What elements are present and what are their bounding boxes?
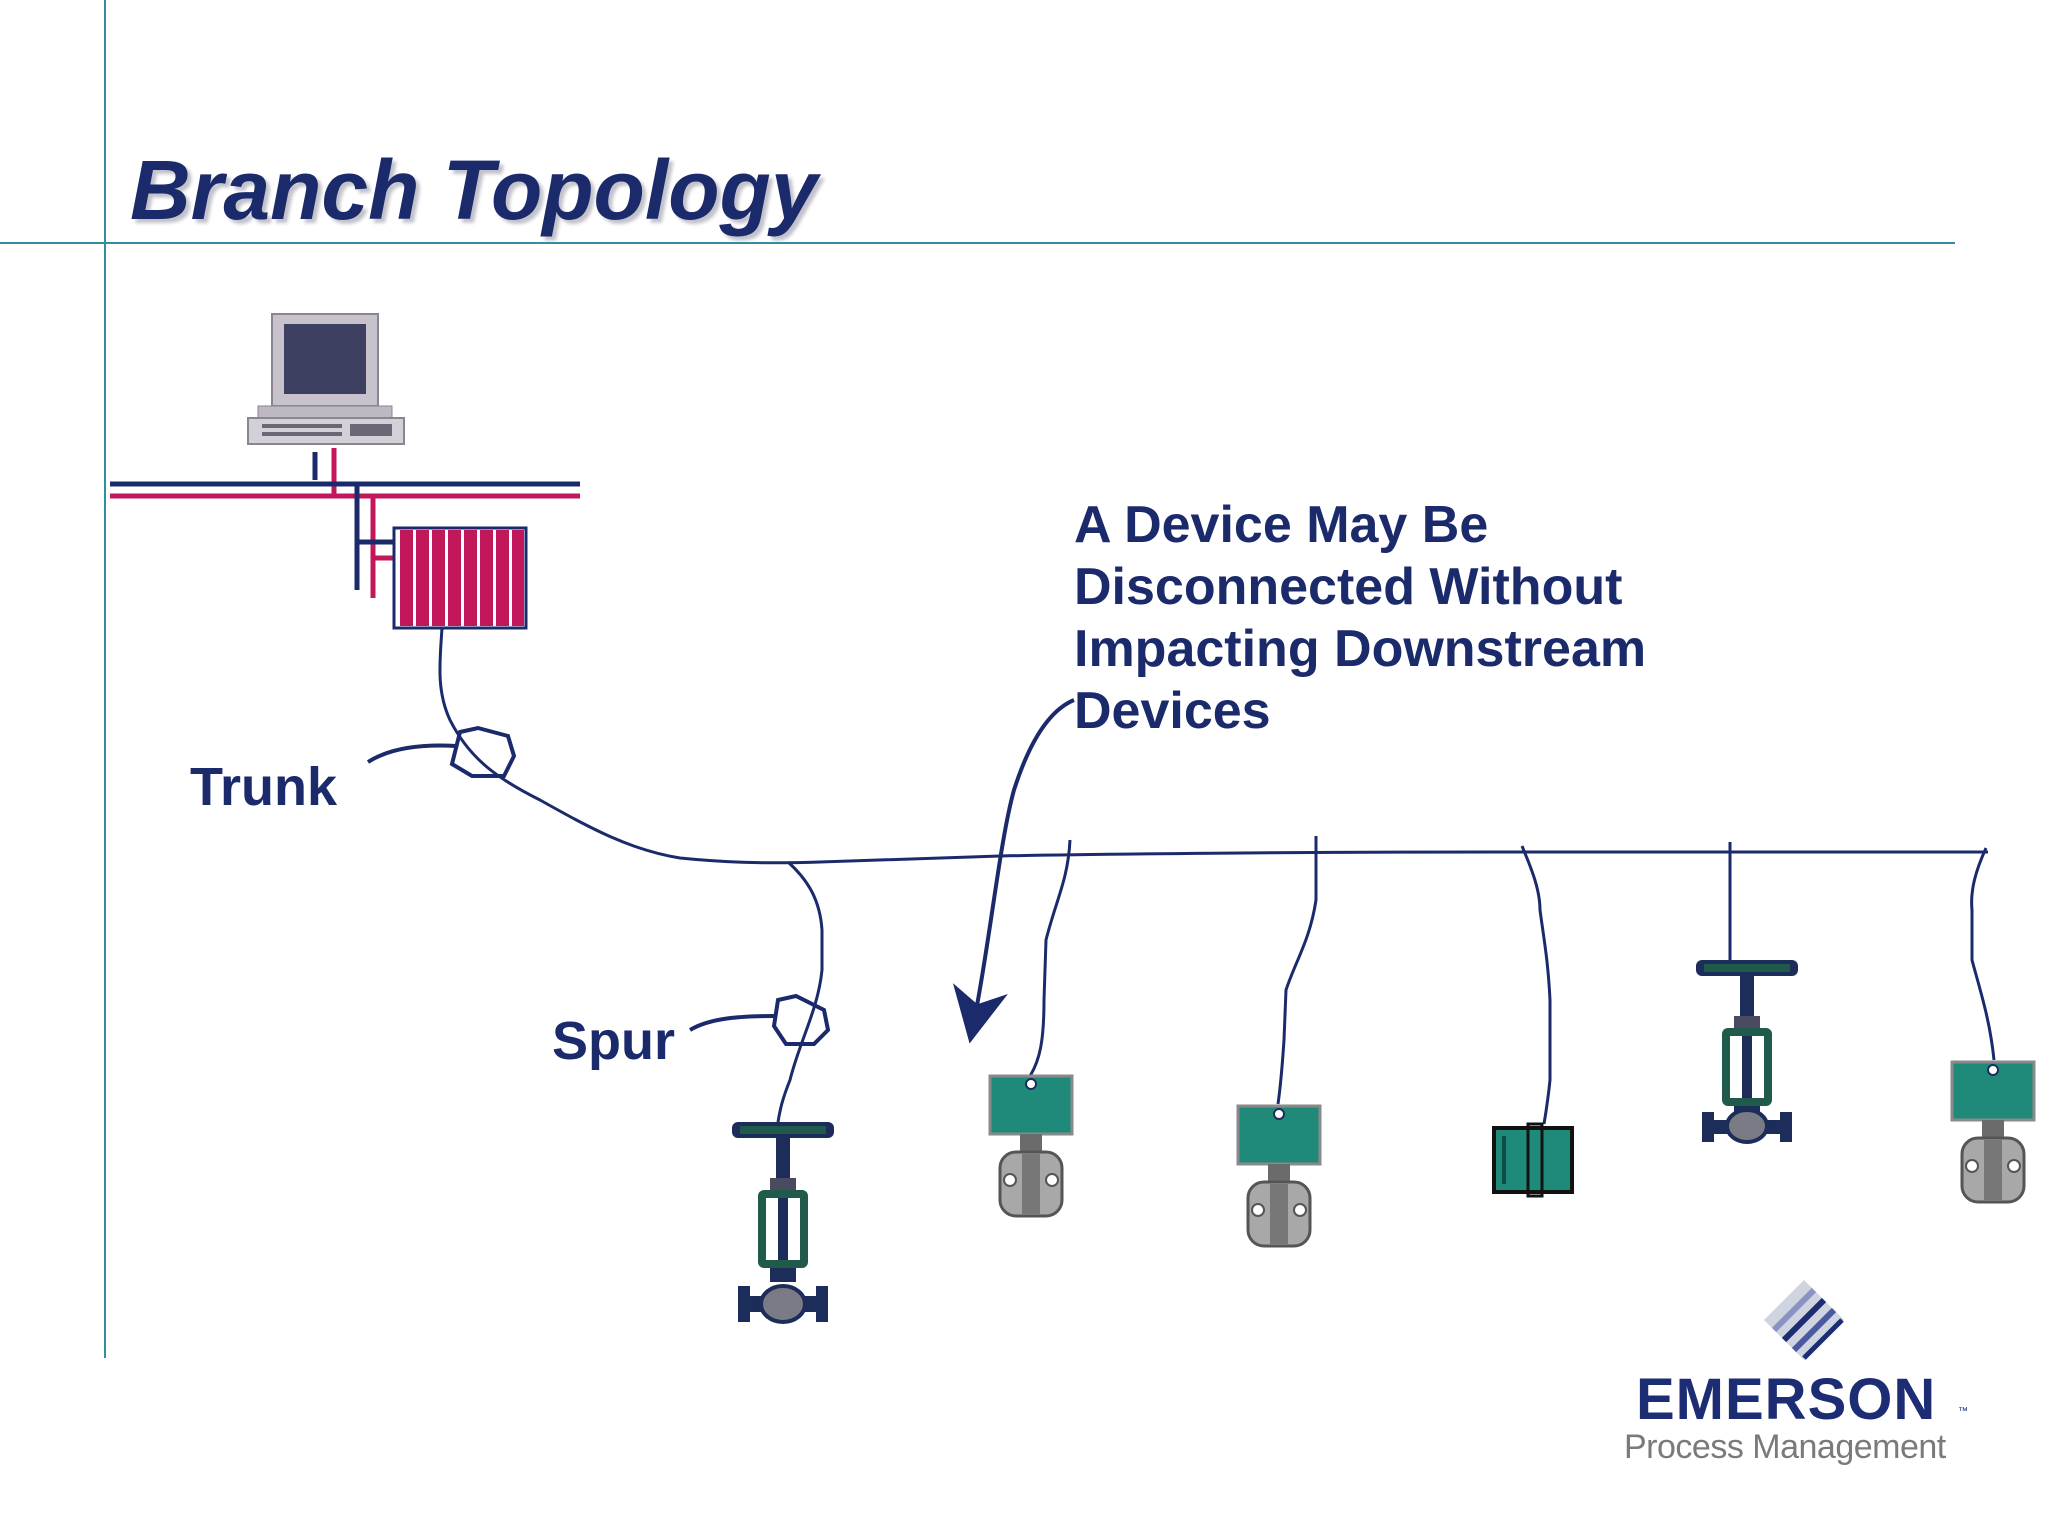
logo-trademark: ™ <box>1958 1406 1968 1417</box>
callout-line-1: A Device May Be <box>1074 496 1489 554</box>
callout-arrow <box>952 698 1075 1044</box>
emerson-logo-icon <box>1764 1280 1844 1360</box>
spur-label: Spur <box>552 1011 676 1071</box>
control-valve-icon <box>732 1122 834 1324</box>
spur-cable-4 <box>1520 845 1552 1125</box>
junction-box-icon <box>449 725 517 778</box>
callout-text: A Device May Be Disconnected Without Imp… <box>1074 494 1646 742</box>
spur-cable-3 <box>1276 836 1318 1105</box>
pressure-transmitter-icon <box>1950 1060 2036 1204</box>
control-valve-icon <box>1696 960 1798 1144</box>
spur-cable-1 <box>776 860 824 1123</box>
pressure-transmitter-icon <box>988 1074 1074 1218</box>
page-title: Branch Topology <box>130 143 818 237</box>
trunk-label: Trunk <box>190 757 338 817</box>
callout-line-3: Impacting Downstream <box>1074 620 1647 678</box>
junction-box-icon <box>771 993 831 1046</box>
logo-subtitle: Process Management <box>1624 1428 1946 1466</box>
callout-line-4: Devices <box>1074 682 1271 740</box>
io-card-rack-icon <box>392 526 528 630</box>
spur-leader <box>688 1014 777 1032</box>
callout-line-2: Disconnected Without <box>1074 558 1623 616</box>
spur-cable-2 <box>1028 839 1072 1077</box>
title-underline <box>0 242 1955 244</box>
control-network-bus <box>110 448 580 598</box>
trunk-leader <box>366 743 457 764</box>
vertical-rule <box>104 0 106 1358</box>
field-device-icon <box>1492 1122 1574 1198</box>
computer-icon <box>247 313 405 445</box>
pressure-transmitter-icon <box>1236 1104 1322 1248</box>
logo-wordmark: EMERSON <box>1636 1367 1937 1432</box>
spur-cable-6 <box>1970 847 1996 1061</box>
